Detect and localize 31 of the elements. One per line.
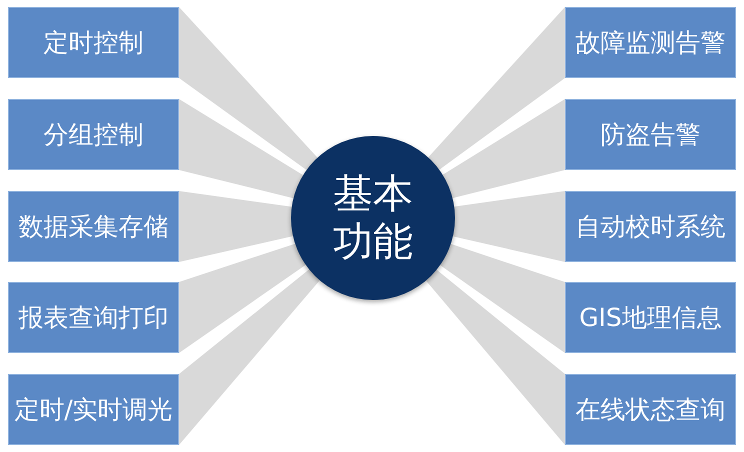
function-box — [565, 374, 736, 445]
function-label: 自动校时系统 — [576, 212, 726, 242]
function-label: 在线状态查询 — [576, 394, 726, 424]
connector-wedge — [452, 191, 565, 262]
function-box — [8, 7, 179, 78]
connector-wedge — [428, 7, 565, 170]
connector-wedge — [179, 7, 318, 170]
function-label: 定时控制 — [44, 28, 144, 58]
connector-wedge — [442, 99, 565, 198]
function-box — [8, 99, 179, 170]
connector-wedge — [440, 244, 565, 353]
function-box — [565, 7, 736, 78]
function-label: 数据采集存储 — [18, 212, 168, 242]
function-box — [8, 374, 179, 445]
function-label: 故障监测告警 — [576, 28, 726, 58]
connector-wedge — [179, 191, 294, 262]
connector-wedge — [179, 99, 304, 198]
function-label: 分组控制 — [44, 120, 144, 150]
function-box — [8, 282, 179, 353]
function-label: GIS地理信息 — [579, 302, 722, 332]
function-label: 报表查询打印 — [18, 302, 168, 332]
function-box — [565, 99, 736, 170]
function-box — [8, 191, 179, 262]
connector-wedge — [179, 269, 320, 445]
function-box — [565, 282, 736, 353]
function-label: 定时/实时调光 — [14, 394, 173, 424]
function-label: 防盗告警 — [600, 120, 700, 150]
function-box — [565, 191, 736, 262]
connector-wedge — [426, 270, 565, 445]
connector-wedge — [179, 244, 306, 353]
center-title: 基本功能 — [333, 170, 413, 266]
